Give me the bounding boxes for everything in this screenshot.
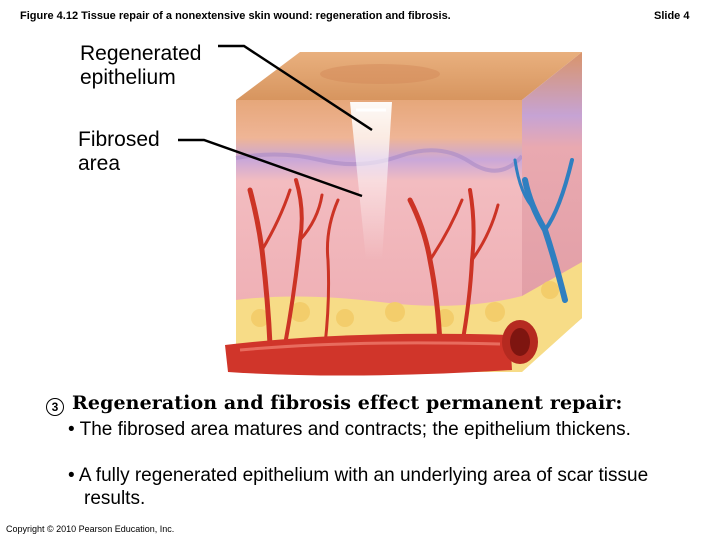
regenerated-epithelium-label: Regenerated epithelium — [80, 42, 201, 90]
step-number-badge: 3 — [46, 398, 64, 416]
bullet-item: • The fibrosed area matures and contract… — [68, 418, 704, 441]
regenerated-label-line1: Regenerated — [80, 42, 201, 66]
fibrosed-label-line1: Fibrosed — [78, 128, 160, 152]
copyright-notice: Copyright © 2010 Pearson Education, Inc. — [6, 524, 174, 534]
fibrosed-label-line2: area — [78, 152, 160, 176]
step-heading: Regeneration and fibrosis effect permane… — [72, 392, 623, 414]
slide-number: Slide 4 — [654, 10, 689, 22]
figure-title: Figure 4.12 Tissue repair of a nonextens… — [20, 10, 451, 22]
fibrosed-area-label: Fibrosed area — [78, 128, 160, 176]
regenerated-label-line2: epithelium — [80, 66, 201, 90]
bullet-item: • A fully regenerated epithelium with an… — [68, 464, 704, 510]
